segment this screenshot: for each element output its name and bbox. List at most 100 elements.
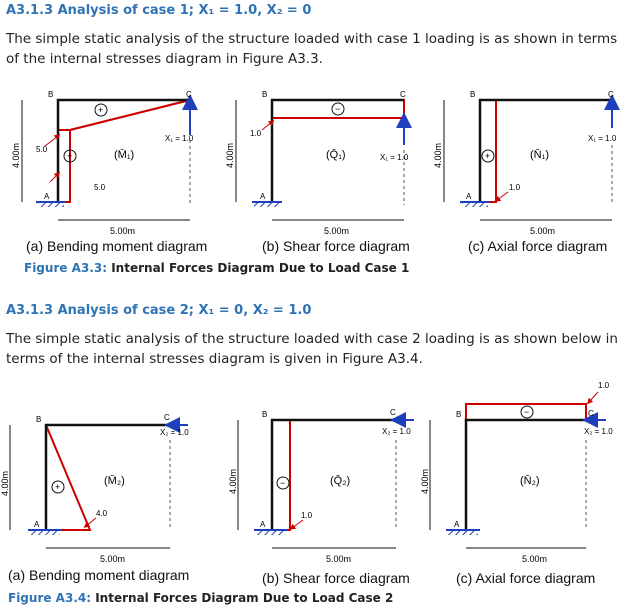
value-pointer	[494, 191, 509, 202]
moment-line-beam	[69, 99, 191, 131]
diagram-symbol: (N̄₂)	[520, 474, 540, 487]
load-label: X₂ = 1.0	[160, 428, 189, 437]
diagram-symbol: (Q̄₂)	[330, 474, 350, 487]
sign: +	[98, 105, 103, 115]
load-label: X₂ = 1.0	[382, 427, 411, 436]
height-label: 4.00m	[420, 469, 430, 494]
figure-a3-3-caption: Figure A3.3: Internal Forces Diagram Due…	[24, 261, 409, 275]
caption-s2-b: (b) Shear force diagram	[262, 570, 410, 586]
height-label: 4.00m	[433, 143, 443, 168]
frame	[56, 98, 190, 202]
load-label: X₁ = 1.0	[165, 134, 194, 143]
fixed-support	[462, 202, 488, 207]
node-a: A	[260, 520, 266, 529]
node-c: C	[588, 409, 594, 418]
fixed-support	[448, 530, 478, 535]
figure-a3-4-caption: Figure A3.4: Internal Forces Diagram Due…	[8, 591, 393, 605]
frame	[478, 98, 612, 202]
sign: −	[335, 104, 340, 114]
frame	[464, 418, 586, 530]
diagram-symbol: (N̄₁)	[530, 148, 549, 161]
plus-sign-icon	[94, 103, 108, 117]
section1-paragraph: The simple static analysis of the struct…	[6, 31, 618, 67]
sign: −	[524, 407, 529, 417]
axial-value: 1.0	[509, 183, 521, 192]
diagram-s2-bending-moment	[9, 417, 188, 549]
node-b: B	[262, 90, 267, 99]
figure-title: Internal Forces Diagram Due to Load Case…	[111, 261, 410, 275]
fixed-support	[38, 202, 64, 207]
frame	[270, 418, 396, 530]
shear-area-column	[271, 419, 291, 531]
diagram-s1-shear-force	[235, 98, 412, 221]
caption-s1-b: (b) Shear force diagram	[262, 238, 410, 254]
node-b: B	[36, 415, 41, 424]
node-a: A	[44, 192, 50, 201]
diagram-s2-shear-force	[237, 412, 414, 549]
height-label: 4.00m	[225, 143, 235, 168]
fixed-support	[256, 530, 286, 535]
moment-value-left: 5.0	[36, 145, 48, 154]
section2-paragraph: The simple static analysis of the struct…	[6, 331, 618, 367]
section2-heading: A3.1.3 Analysis of case 2; X₁ = 0, X₂ = …	[6, 303, 312, 318]
node-a: A	[34, 520, 40, 529]
value-pointer	[49, 171, 61, 183]
frame	[44, 423, 170, 530]
load-label: X₁ = 1.0	[588, 134, 617, 143]
figure-label: Figure A3.4:	[8, 591, 92, 605]
frame	[270, 98, 404, 202]
diagram-s2-axial-force	[429, 391, 606, 549]
node-c: C	[164, 413, 170, 422]
sign: −	[280, 478, 285, 488]
fixed-support	[254, 202, 280, 207]
value-pointer	[586, 391, 599, 405]
caption-s2-a: (a) Bending moment diagram	[8, 567, 190, 583]
sign: +	[67, 151, 72, 161]
load-label: X₁ = 1.0	[380, 153, 409, 162]
value-pointer	[44, 134, 61, 147]
shear-value: 1.0	[250, 129, 262, 138]
node-b: B	[470, 90, 475, 99]
minus-sign-icon	[276, 476, 290, 490]
sign: +	[55, 482, 60, 492]
plus-sign-icon	[51, 480, 65, 494]
load-label: X₂ = 1.0	[584, 427, 613, 436]
span-label: 5.00m	[110, 226, 135, 236]
figure-label: Figure A3.3:	[24, 261, 108, 275]
axial-value: 1.0	[598, 381, 610, 390]
node-a: A	[260, 192, 266, 201]
node-c: C	[400, 90, 406, 99]
height-label: 4.00m	[11, 143, 21, 168]
span-label: 5.00m	[522, 554, 547, 564]
caption-s1-a: (a) Bending moment diagram	[26, 238, 208, 254]
node-c: C	[390, 408, 396, 417]
diagram-symbol: (M̄₂)	[104, 474, 125, 487]
diagram-s1-bending-moment	[21, 94, 198, 221]
minus-sign-icon	[520, 405, 534, 419]
node-b: B	[48, 90, 53, 99]
plus-sign-icon	[481, 149, 495, 163]
fixed-support	[30, 530, 60, 535]
value-pointer	[83, 517, 97, 528]
height-label: 4.00m	[228, 469, 238, 494]
diagram-s1-axial-force	[443, 94, 620, 221]
moment-area-column	[45, 424, 92, 531]
span-label: 5.00m	[530, 226, 555, 236]
moment-value-base: 4.0	[96, 509, 108, 518]
node-a: A	[454, 520, 460, 529]
figure-title: Internal Forces Diagram Due to Load Case…	[95, 591, 394, 605]
diagram-symbol: (Q̄₁)	[326, 148, 346, 161]
section1-heading: A3.1.3 Analysis of case 1; X₁ = 1.0, X₂ …	[6, 3, 312, 18]
span-label: 5.00m	[324, 226, 349, 236]
caption-s1-c: (c) Axial force diagram	[468, 238, 608, 254]
node-b: B	[456, 410, 461, 419]
node-b: B	[262, 410, 267, 419]
moment-area-column	[57, 129, 71, 203]
height-label: 4.00m	[0, 471, 10, 496]
node-c: C	[186, 90, 192, 99]
minus-sign-icon	[331, 102, 345, 116]
node-a: A	[466, 192, 472, 201]
value-pointer	[289, 519, 304, 530]
value-pointer	[261, 120, 275, 131]
